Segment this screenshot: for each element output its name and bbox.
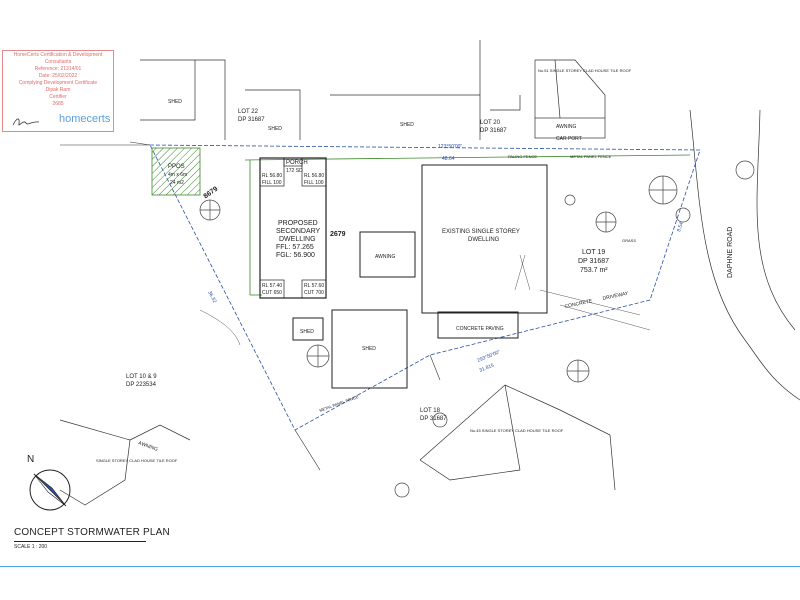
label-fgl: FGL: 56.900 [276, 252, 315, 259]
label-dist-right: 8.54 [676, 221, 685, 232]
label-existing-2: DWELLING [468, 237, 500, 243]
label-awning-left: AWNING [137, 440, 158, 453]
label-rl4: RL 57.60 [304, 283, 324, 289]
label-dist-bottom: 31.815 [479, 362, 496, 373]
label-proposed-2: SECONDARY [276, 228, 321, 235]
north-arrow-icon: N [27, 454, 71, 511]
signature-icon [12, 118, 40, 126]
lot-lines [60, 141, 441, 471]
label-lot22-dp: DP 31687 [238, 117, 265, 123]
label-single-storey-bottom: No.45 SINGLE STOREY CLAD HOUSE TILE ROOF [470, 428, 564, 433]
certification-stamp: HomeCerts Certification & Development Co… [2, 50, 114, 132]
label-dist-top: 48.64 [442, 156, 455, 162]
label-cut3: CUT 650 [262, 290, 282, 296]
plan-title: CONCEPT STORMWATER PLAN [14, 527, 170, 538]
label-single-storey-top: No.51 SINGLE STOREY CLAD HOUSE TILE ROOF [538, 68, 632, 73]
label-proposed-1: PROPOSED [278, 220, 318, 227]
plan-labels: SHED LOT 22 DP 31687 SHED LOT 20 DP 3168… [96, 68, 734, 463]
footer-rule [0, 566, 800, 567]
cert-line: Reference: 21314/01 [34, 66, 82, 72]
label-porch-rl: 172 SD [286, 168, 303, 174]
label-fill2: FILL 100 [304, 180, 324, 186]
existing-dwelling [359, 164, 548, 339]
north-label: N [27, 454, 34, 465]
certification-text: HomeCerts Certification & Development Co… [3, 51, 113, 108]
label-shed-top-left: SHED [168, 99, 182, 105]
label-porch: PORCH [286, 160, 308, 166]
survey-marks [199, 254, 651, 346]
label-rl1: RL 56.80 [262, 173, 282, 179]
cert-line: Dipak Ram [45, 87, 71, 93]
label-driveway: DRIVEWAY [602, 291, 629, 302]
label-shed-small: SHED [300, 329, 314, 335]
label-shed-big: SHED [362, 346, 376, 352]
label-lot20-dp: DP 31687 [480, 128, 507, 134]
proposed-dwelling [259, 157, 327, 299]
cert-line: Certifier [49, 94, 67, 100]
label-ppos-size: 4m x 6m [168, 172, 187, 178]
label-dim-8679: 8679 [203, 186, 220, 201]
label-bearing-bottom: 293°50'00" [477, 349, 502, 364]
label-shed-upper: SHED [268, 126, 282, 132]
label-awning-top: AWNING [556, 124, 576, 130]
label-bearing-top: 123°50'00" [438, 144, 462, 150]
label-dim-2679: 2679 [330, 231, 346, 238]
label-concrete: CONCRETE [564, 298, 593, 310]
ppos-area [151, 147, 201, 196]
cert-line: Date: 25/02/2022 [38, 73, 78, 79]
label-daphne-road: DAPHNE ROAD [727, 227, 734, 278]
label-lot18: LOT 18 [420, 408, 441, 414]
label-awning-mid: AWNING [375, 254, 395, 260]
label-dist-left: 36.32 [206, 290, 217, 304]
homecerts-logo: homecerts [59, 113, 111, 125]
label-lot10-9: LOT 10 & 9 [126, 374, 157, 380]
cert-line: 2685 [52, 101, 64, 107]
label-carport: CAR PORT [556, 136, 582, 142]
neighbour-buildings [59, 40, 616, 506]
label-lot20: LOT 20 [480, 120, 501, 126]
label-existing-1: EXISTING SINGLE STOREY [442, 229, 520, 235]
label-rl3: RL 57.40 [262, 283, 282, 289]
label-concrete-paving: CONCRETE PAVING [456, 326, 504, 332]
cert-line: Consultants [44, 59, 72, 65]
label-lot10-9-dp: DP 223534 [126, 382, 157, 388]
plan-scale: SCALE 1 : 200 [14, 544, 48, 550]
cert-line: HomeCerts Certification & Development [13, 52, 103, 58]
label-cut4: CUT 700 [304, 290, 324, 296]
label-rl2: RL 56.80 [304, 173, 324, 179]
label-ffl: FFL: 57.265 [276, 244, 314, 251]
label-ppos: PPOS [168, 164, 185, 170]
label-lot19-area: 753.7 m² [580, 267, 608, 274]
sheds [292, 309, 408, 389]
title-underline [14, 541, 146, 542]
label-proposed-3: DWELLING [279, 236, 316, 243]
road-edges [689, 109, 800, 401]
label-lot18-dp: DP 31687 [420, 416, 447, 422]
label-lot19-dp: DP 31687 [578, 258, 609, 265]
label-shed-lot20: SHED [400, 122, 414, 128]
label-grass: GRASS [622, 238, 636, 243]
site-boundary [149, 144, 701, 431]
label-lot22: LOT 22 [238, 109, 259, 115]
cert-line: Complying Development Certificate [18, 80, 98, 86]
label-lot19: LOT 19 [582, 249, 605, 256]
label-fill1: FILL 100 [262, 180, 282, 186]
label-single-storey-left: SINGLE STOREY CLAD HOUSE TILE ROOF [96, 458, 178, 463]
label-ppos-area: 24 m2 [170, 180, 184, 186]
label-fence-metal: METAL PANEL FENCE [570, 154, 612, 159]
label-fence-bottom: METAL PANEL FENCE [319, 394, 360, 413]
label-fence-top: PALING FENCE [508, 154, 537, 159]
trees [199, 160, 755, 498]
